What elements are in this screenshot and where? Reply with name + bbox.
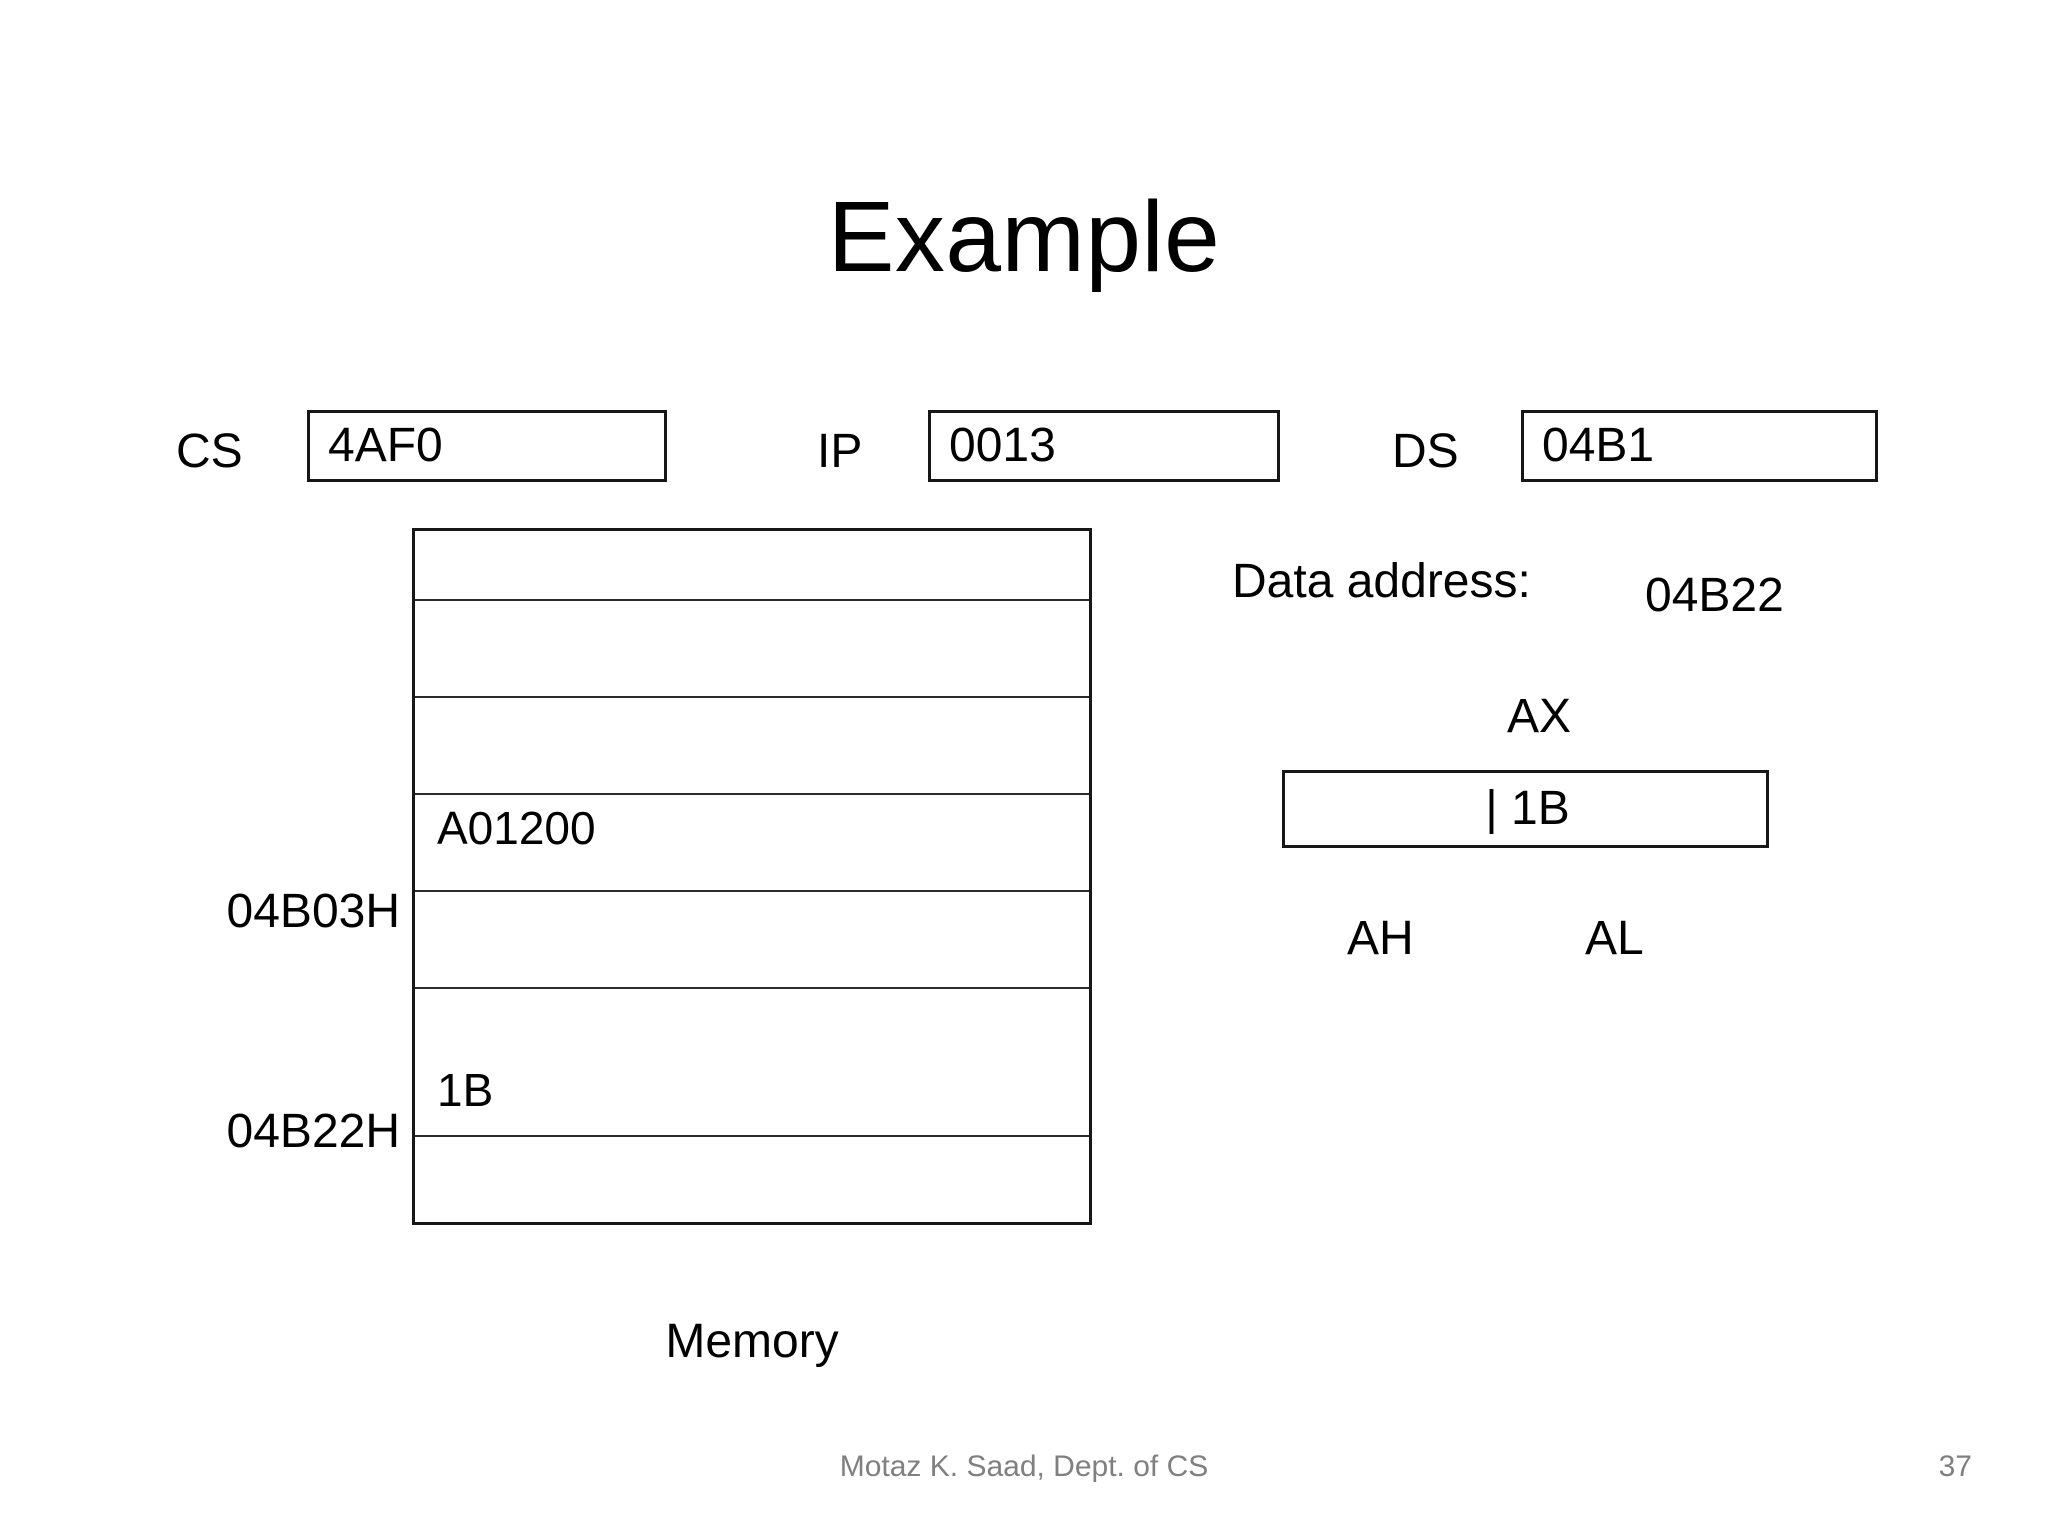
memory-cell-value: A01200 — [437, 802, 596, 854]
page-number: 37 — [1938, 1450, 1972, 1483]
memory-row — [415, 601, 1089, 698]
memory-row — [415, 1137, 1089, 1222]
register-label-ip: IP — [817, 425, 863, 478]
memory-row — [415, 892, 1089, 989]
register-value-ip: 0013 — [949, 419, 1056, 472]
register-value-ds: 04B1 — [1542, 419, 1655, 472]
memory-cell-value: 1B — [437, 1064, 494, 1116]
memory-row: A01200 — [415, 795, 1089, 892]
ax-register-label: AX — [1507, 690, 1572, 743]
memory-table: A01200 1B — [412, 528, 1092, 1225]
ah-register-label: AH — [1347, 912, 1414, 965]
register-box-ip[interactable]: 0013 — [928, 410, 1280, 482]
data-address-value: 04B22 — [1645, 569, 1784, 622]
data-address-label: Data address: — [1232, 555, 1531, 608]
al-register-label: AL — [1585, 912, 1644, 965]
page-title: Example — [827, 181, 1221, 293]
memory-address-label-04b22h: 04B22H — [226, 1105, 400, 1158]
memory-row — [415, 531, 1089, 601]
ax-register-value: | 1B — [1485, 782, 1570, 835]
memory-row — [415, 698, 1089, 795]
memory-row: 1B — [415, 989, 1089, 1137]
ax-register-box[interactable]: | 1B — [1282, 770, 1769, 848]
register-label-cs: CS — [176, 425, 243, 478]
register-box-cs[interactable]: 4AF0 — [307, 410, 667, 482]
register-label-ds: DS — [1392, 425, 1459, 478]
memory-caption: Memory — [665, 1315, 839, 1368]
register-value-cs: 4AF0 — [328, 419, 443, 472]
footer-credit: Motaz K. Saad, Dept. of CS — [839, 1450, 1209, 1483]
register-box-ds[interactable]: 04B1 — [1521, 410, 1878, 482]
memory-address-label-04b03h: 04B03H — [226, 885, 400, 938]
